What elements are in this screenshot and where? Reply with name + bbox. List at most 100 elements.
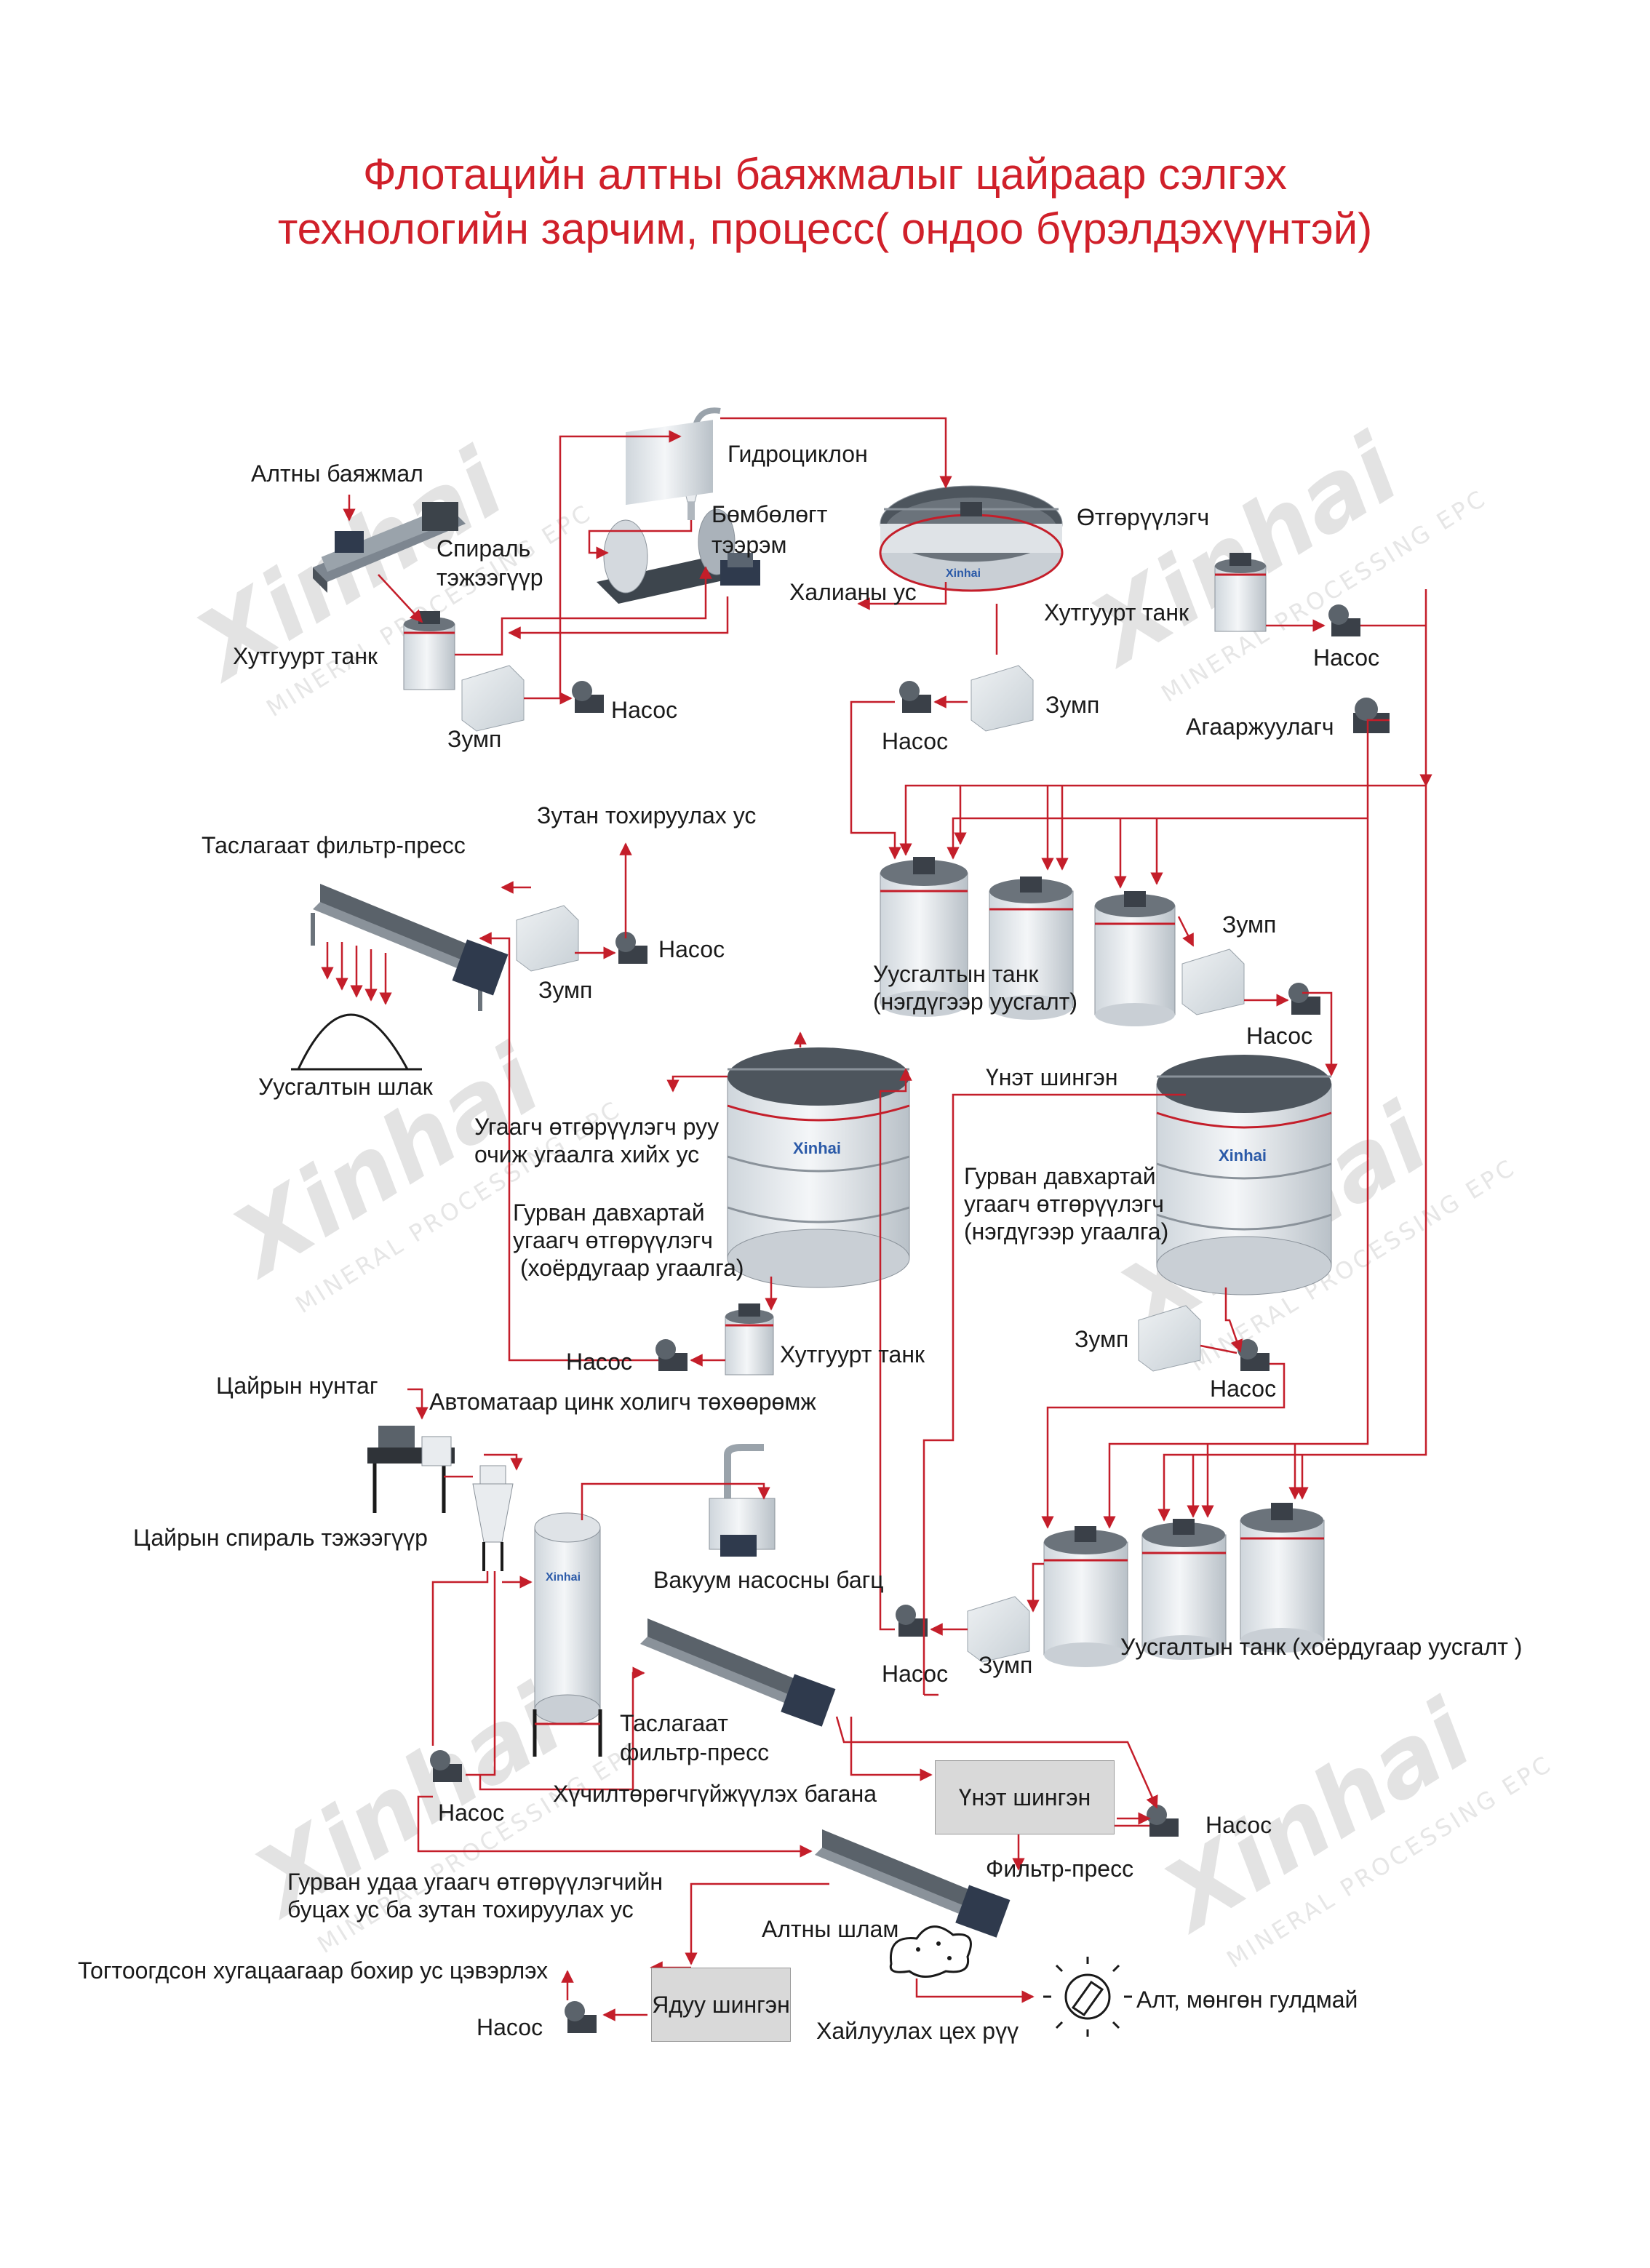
label-spiral-feeder: тэжээгүүр bbox=[437, 564, 543, 591]
label-aerator: Агааржуулагч bbox=[1186, 714, 1334, 740]
label-pump: Насос bbox=[477, 2014, 543, 2040]
label-ccd-thickener-2: Гурван давхартай bbox=[513, 1199, 705, 1226]
label-pump: Насос bbox=[438, 1800, 505, 1826]
brand-logo: Xinhai bbox=[946, 567, 981, 580]
pump-1-shape bbox=[572, 681, 604, 713]
label-sump: Зумп bbox=[538, 977, 593, 1003]
pump-4-shape bbox=[615, 932, 647, 964]
label-leach-tank: (нэгдүгээр уусгалт) bbox=[873, 989, 1077, 1015]
label-smelting: Хайлуулах цех рүү bbox=[816, 2018, 1019, 2044]
label-pump: Насос bbox=[611, 697, 678, 723]
label-return-water: Гурван удаа угаагч өтгөрүүлэгчийн bbox=[287, 1869, 663, 1895]
brand-logo: Xinhai bbox=[546, 1571, 581, 1584]
sump-6-shape bbox=[967, 1596, 1030, 1663]
label-ccd-thickener-1: Гурван давхартай bbox=[964, 1163, 1156, 1189]
label-leach-tank: Уусгалтын танк (хоёрдугаар уусгалт ) bbox=[1120, 1634, 1523, 1660]
ball-mill-shape bbox=[597, 420, 760, 604]
label-ccd-thickener-2: угаагч өтгөрүүлэгч bbox=[513, 1227, 713, 1253]
pump-2-shape bbox=[899, 681, 931, 713]
agitation-tank-3-shape bbox=[725, 1303, 774, 1375]
label-pump: Насос bbox=[1205, 1812, 1272, 1838]
sump-3-shape bbox=[516, 905, 579, 972]
label-cyanide-water: Зутан тохируулах ус bbox=[537, 802, 757, 828]
label-leach-tank: Уусгалтын танк bbox=[873, 961, 1039, 987]
label-pump: Насос bbox=[1313, 644, 1380, 671]
label-sump: Зумп bbox=[1045, 692, 1100, 718]
label-pump: Насос bbox=[566, 1349, 633, 1375]
label-sump: Зумп bbox=[1222, 911, 1277, 938]
brand-logo: Xinhai bbox=[793, 1139, 842, 1157]
label-pump: Насос bbox=[882, 728, 949, 754]
page-subtitle: технологийн зарчим, процесс( ондоо бүрэл… bbox=[277, 204, 1373, 253]
label-pump: Насос bbox=[1210, 1375, 1277, 1402]
label-wash-water: Угаагч өтгөрүүлэгч руу bbox=[474, 1114, 720, 1140]
barren-solution-box: Ядуу шингэн bbox=[651, 1968, 791, 2042]
label-bullion: Алт, мөнгөн гулдмай bbox=[1136, 1987, 1358, 2013]
label-pregnant-solution: Үнэт шингэн bbox=[986, 1064, 1118, 1090]
sump-2-shape bbox=[971, 665, 1034, 732]
label-filter-press: Фильтр-пресс bbox=[986, 1856, 1134, 1882]
aerator-shape bbox=[1353, 698, 1390, 733]
pump-11-shape bbox=[565, 2001, 597, 2033]
label-zinc-feeder: Цайрын спираль тэжээгүүр bbox=[133, 1525, 428, 1551]
leach-tanks-1 bbox=[880, 857, 1176, 1026]
pump-9-shape bbox=[430, 1750, 462, 1782]
pump-7-shape bbox=[1238, 1339, 1270, 1371]
sump-1-shape bbox=[461, 665, 525, 732]
label-filter-press: Таслагаат фильтр-пресс bbox=[202, 832, 466, 858]
label-sump: Зумп bbox=[979, 1652, 1033, 1678]
spiral-feeder-1 bbox=[313, 502, 466, 593]
pump-8-shape bbox=[896, 1605, 928, 1637]
label-filter-press: фильтр-пресс bbox=[620, 1739, 770, 1765]
thickener-shape bbox=[879, 485, 1064, 592]
label-thickener: Өтгөрүүлэгч bbox=[1077, 504, 1210, 530]
label-sump: Зумп bbox=[447, 726, 502, 752]
flow-lines bbox=[321, 417, 1432, 2021]
label-gold-mud: Алтны шлам bbox=[762, 1916, 899, 1942]
label-return-water: буцах ус ба зутан тохируулах ус bbox=[287, 1896, 634, 1922]
label-agitation-tank: Хутгуурт танк bbox=[233, 643, 378, 669]
ccd-thickener-1-shape bbox=[1156, 1055, 1332, 1295]
deaeration-tower-shape bbox=[533, 1512, 602, 1757]
label-agitation-tank: Хутгуурт танк bbox=[780, 1341, 925, 1367]
gold-mud-shape bbox=[889, 1925, 972, 1978]
label-pump: Насос bbox=[658, 936, 725, 962]
label-hydrocyclone: Гидроциклон bbox=[728, 441, 868, 467]
label-wash-water: очиж угаалга хийх ус bbox=[474, 1141, 700, 1167]
label-overflow-water: Халианы ус bbox=[789, 579, 917, 605]
pump-10-shape bbox=[1147, 1805, 1179, 1837]
sump-4-shape bbox=[1181, 949, 1245, 1015]
agitation-tank-1-shape bbox=[403, 611, 455, 690]
pump-3-shape bbox=[1328, 604, 1360, 636]
label-gold-concentrate: Алтны баяжмал bbox=[251, 460, 423, 487]
label-ball-mill: тээрэм bbox=[712, 532, 787, 558]
agitation-tank-2-shape bbox=[1214, 553, 1267, 632]
leach-residue-pile bbox=[291, 1013, 422, 1071]
leach-tanks-2 bbox=[1043, 1503, 1325, 1667]
label-zinc-powder: Цайрын нунтаг bbox=[216, 1373, 378, 1399]
filter-press-2-shape bbox=[640, 1618, 836, 1727]
brand-logo: Xinhai bbox=[1219, 1146, 1267, 1165]
label-ccd-thickener-1: угаагч өтгөрүүлэгч bbox=[964, 1191, 1164, 1217]
pregnant-solution-box: Үнэт шингэн bbox=[935, 1760, 1115, 1834]
label-filter-press: Таслагаат bbox=[620, 1710, 728, 1736]
bullion-icon bbox=[1043, 1957, 1132, 2037]
pump-5-shape bbox=[1288, 983, 1320, 1015]
label-pump: Насос bbox=[1246, 1023, 1313, 1049]
label-wastewater: Тогтоогдсон хугацаагаар бохир ус цэвэрлэ… bbox=[78, 1957, 549, 1984]
label-sump: Зумп bbox=[1075, 1326, 1129, 1352]
sump-5-shape bbox=[1138, 1305, 1201, 1372]
vacuum-pump-shape bbox=[709, 1444, 776, 1557]
label-deaeration-tower: Хүчилтөрөгчгүйжүүлэх багана bbox=[553, 1781, 877, 1807]
label-leach-residue: Уусгалтын шлак bbox=[258, 1074, 433, 1100]
label-ccd-thickener-1: (нэгдүгээр угаалга) bbox=[964, 1218, 1169, 1245]
label-agitation-tank: Хутгуурт танк bbox=[1044, 599, 1189, 626]
page-title: Флотацийн алтны баяжмалыг цайраар сэлгэх bbox=[362, 150, 1288, 199]
label-ccd-thickener-2: (хоёрдугаар угаалга) bbox=[520, 1255, 744, 1281]
filter-press-1-shape bbox=[311, 884, 509, 1011]
label-spiral-feeder: Спираль bbox=[437, 535, 531, 562]
ccd-thickener-2-shape bbox=[727, 1047, 910, 1288]
label-vacuum-pump: Вакуум насосны багц bbox=[653, 1567, 884, 1593]
label-ball-mill: Бөмбөлөгт bbox=[712, 501, 828, 527]
